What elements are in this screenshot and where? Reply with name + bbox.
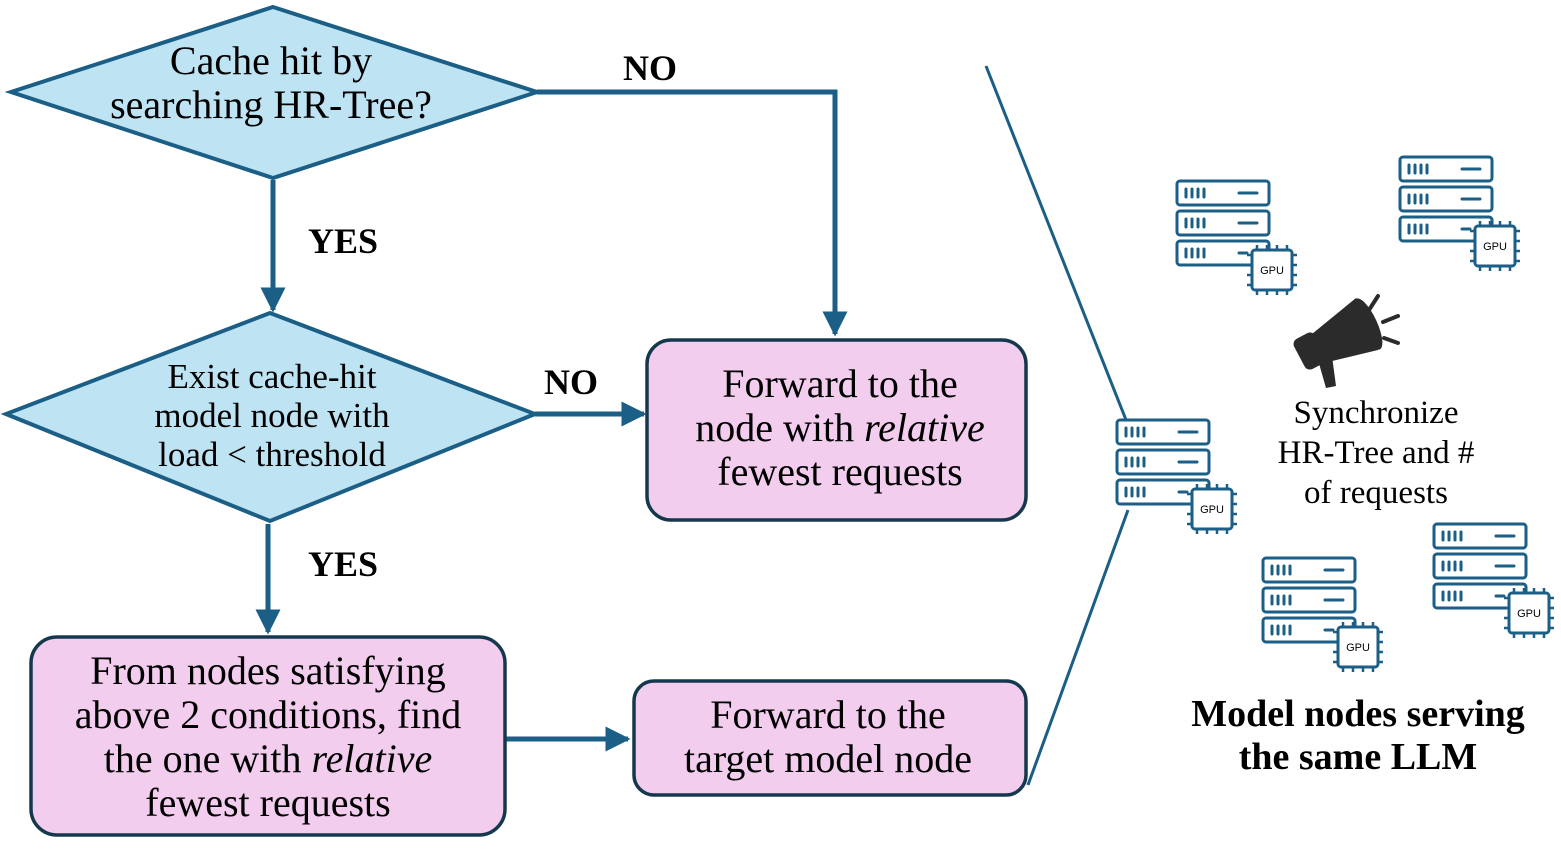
- label-yes-2: YES: [308, 544, 378, 584]
- megaphone-icon: [1293, 294, 1400, 388]
- action-select-node-line3: the one with relative: [104, 736, 432, 781]
- cluster-caption-line2: the same LLM: [1239, 736, 1478, 778]
- action-select-node-line1: From nodes satisfying: [90, 648, 446, 693]
- server-gpu-icon: [1261, 556, 1385, 674]
- decision-cache-hit-line1: Cache hit by: [170, 38, 372, 83]
- decision-cache-hit-line2: searching HR-Tree?: [110, 82, 432, 127]
- action-select-node-line4: fewest requests: [145, 780, 390, 825]
- decision-load-check-line1: Exist cache-hit: [168, 357, 377, 396]
- action-forward-relative-line3: fewest requests: [717, 449, 962, 494]
- decision-load-check: Exist cache-hit model node with load < t…: [0, 310, 541, 524]
- server-gpu-icon: [1398, 155, 1522, 273]
- sync-text-line1: Synchronize: [1294, 395, 1459, 431]
- decision-load-check-line3: load < threshold: [158, 435, 386, 474]
- arrow-no-to-forward-relative: [537, 89, 848, 337]
- connectors: [255, 89, 848, 752]
- action-forward-target: Forward to the target model node: [632, 679, 1028, 797]
- label-no-2: NO: [544, 362, 598, 402]
- decision-cache-hit: Cache hit by searching HR-Tree?: [4, 4, 544, 181]
- label-yes-1: YES: [308, 221, 378, 261]
- action-forward-relative-line1: Forward to the: [722, 361, 958, 406]
- action-select-node-line2: above 2 conditions, find: [75, 692, 462, 737]
- sync-text-line3: of requests: [1304, 475, 1448, 511]
- server-gpu-icon: [1175, 179, 1299, 297]
- server-gpu-icon: [1432, 522, 1556, 640]
- action-forward-relative-line2: node with relative: [695, 405, 985, 450]
- action-forward-target-line2: target model node: [684, 736, 972, 781]
- model-node-cluster: Synchronize HR-Tree and # of requests Mo…: [1115, 155, 1556, 778]
- sync-text-line2: HR-Tree and #: [1278, 435, 1475, 471]
- action-select-node: From nodes satisfying above 2 conditions…: [29, 635, 507, 837]
- decision-load-check-line2: model node with: [154, 396, 390, 435]
- server-gpu-icon: [1115, 418, 1239, 536]
- cluster-caption-line1: Model nodes serving: [1191, 693, 1525, 735]
- label-no-1: NO: [623, 48, 677, 88]
- action-forward-relative: Forward to the node with relative fewest…: [645, 338, 1028, 522]
- action-forward-target-line1: Forward to the: [710, 692, 946, 737]
- callout-lines: [984, 65, 1132, 786]
